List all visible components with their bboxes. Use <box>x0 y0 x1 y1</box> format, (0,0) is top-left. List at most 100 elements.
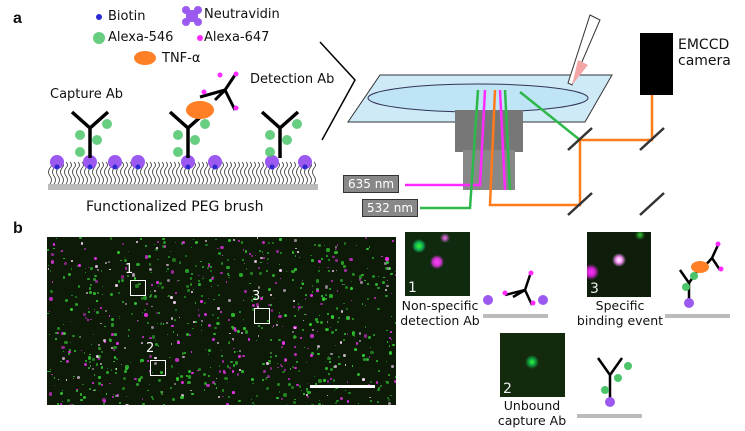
fluorescent-spot <box>262 378 264 381</box>
fluorescent-spot <box>394 376 396 379</box>
fluorescent-spot <box>372 256 375 259</box>
fluorescent-spot <box>282 341 286 345</box>
fluorescent-spot <box>89 353 91 356</box>
fluorescent-spot <box>222 255 224 257</box>
fluorescent-spot <box>201 330 203 332</box>
fluorescent-spot <box>231 370 234 373</box>
fluorescent-spot <box>296 250 299 253</box>
fluorescent-spot <box>73 349 77 353</box>
fluorescent-spot <box>113 345 117 350</box>
fluorescent-spot <box>225 281 228 283</box>
fluorescent-spot <box>318 400 320 402</box>
fluorescent-spot <box>292 330 295 333</box>
fluorescent-spot <box>364 334 368 338</box>
fluorescent-spot <box>268 288 272 291</box>
fluorescent-spot <box>321 295 323 297</box>
fluorescent-spot <box>334 250 338 255</box>
fluorescent-spot <box>314 383 317 385</box>
fluorescent-spot <box>358 340 361 343</box>
fluorescent-spot <box>124 346 127 350</box>
fluorescent-spot <box>84 271 87 273</box>
fluorescent-spot <box>160 321 162 324</box>
fluorescent-spot <box>151 306 153 308</box>
fluorescent-spot <box>245 268 247 270</box>
fluorescent-spot <box>228 277 230 279</box>
fluorescent-spot <box>345 307 348 310</box>
fluorescent-spot <box>326 255 329 258</box>
fluorescent-spot <box>113 356 117 359</box>
fluorescent-spot <box>301 279 303 281</box>
fluorescent-spot <box>349 287 352 290</box>
fluorescent-spot <box>267 319 269 322</box>
fluorescent-spot <box>305 390 308 393</box>
fluorescent-spot <box>177 372 180 375</box>
fluorescent-spot <box>277 366 279 369</box>
fluorescent-spot <box>207 323 211 327</box>
fluorescent-spot <box>247 338 251 341</box>
fluorescent-spot <box>391 239 395 242</box>
fluorescent-spot <box>88 311 90 313</box>
fluorescent-spot <box>390 292 392 294</box>
fluorescent-spot <box>327 312 330 316</box>
fluorescent-spot <box>318 266 321 269</box>
fluorescent-spot <box>263 257 265 259</box>
fluorescent-spot <box>88 290 92 294</box>
fluorescent-spot <box>92 382 94 384</box>
fluorescent-spot <box>90 267 94 271</box>
fluorescent-spot <box>62 332 66 336</box>
fluorescent-spot <box>277 383 281 386</box>
fluorescent-spot <box>149 372 151 374</box>
fluorescent-spot <box>254 254 257 257</box>
fluorescent-spot <box>208 349 211 352</box>
fluorescent-spot <box>173 319 176 321</box>
fluorescent-spot <box>345 286 348 289</box>
fluorescent-spot <box>299 256 301 259</box>
fluorescent-spot <box>281 366 283 368</box>
fluorescent-spot <box>192 321 195 324</box>
fluorescent-spot <box>258 325 261 328</box>
fluorescent-spot <box>372 333 375 336</box>
fluorescent-spot <box>52 243 56 246</box>
fluorescent-spot <box>368 396 371 399</box>
fluorescent-spot <box>60 392 63 396</box>
fluorescent-spot <box>258 249 261 252</box>
fluorescent-spot <box>255 339 258 342</box>
fluorescent-spot <box>49 269 52 272</box>
fluorescent-spot <box>61 357 65 361</box>
fluorescent-spot <box>218 252 221 256</box>
fluorescent-spot <box>226 272 230 275</box>
fluorescent-spot <box>151 396 154 399</box>
fluorescent-spot <box>362 354 366 358</box>
fluorescent-spot <box>195 240 199 245</box>
fluorescent-spot <box>298 385 302 388</box>
fluorescent-spot <box>327 356 331 360</box>
fluorescent-spot <box>387 402 391 405</box>
fluorescent-spot <box>226 266 230 270</box>
fluorescent-spot <box>151 397 155 401</box>
fluorescent-spot <box>97 346 102 351</box>
fluorescent-spot <box>97 343 100 347</box>
fluorescent-spot <box>231 325 234 329</box>
fluorescent-spot <box>89 360 92 364</box>
fluorescent-spot <box>88 287 91 290</box>
biotin-icon <box>96 14 102 20</box>
fluorescent-spot <box>374 282 378 286</box>
fluorescent-spot <box>174 308 178 312</box>
fluorescent-spot <box>123 369 127 373</box>
fluorescent-spot <box>252 308 256 312</box>
fluorescent-spot <box>300 306 303 309</box>
fluorescent-spot <box>172 300 176 305</box>
fluorescent-spot <box>233 258 236 261</box>
fluorescent-spot <box>220 350 222 352</box>
fluorescent-spot <box>136 382 140 386</box>
fluorescent-spot <box>356 244 358 246</box>
fluorescent-spot <box>197 279 200 283</box>
fluorescent-spot <box>239 349 242 352</box>
fluorescent-spot <box>54 385 56 387</box>
fluorescent-spot <box>109 292 113 296</box>
fluorescent-spot <box>264 377 268 381</box>
fluorescent-spot <box>349 257 353 262</box>
fluorescent-spot <box>280 346 283 349</box>
fluorescent-spot <box>69 320 71 322</box>
fluorescent-spot <box>318 402 322 405</box>
